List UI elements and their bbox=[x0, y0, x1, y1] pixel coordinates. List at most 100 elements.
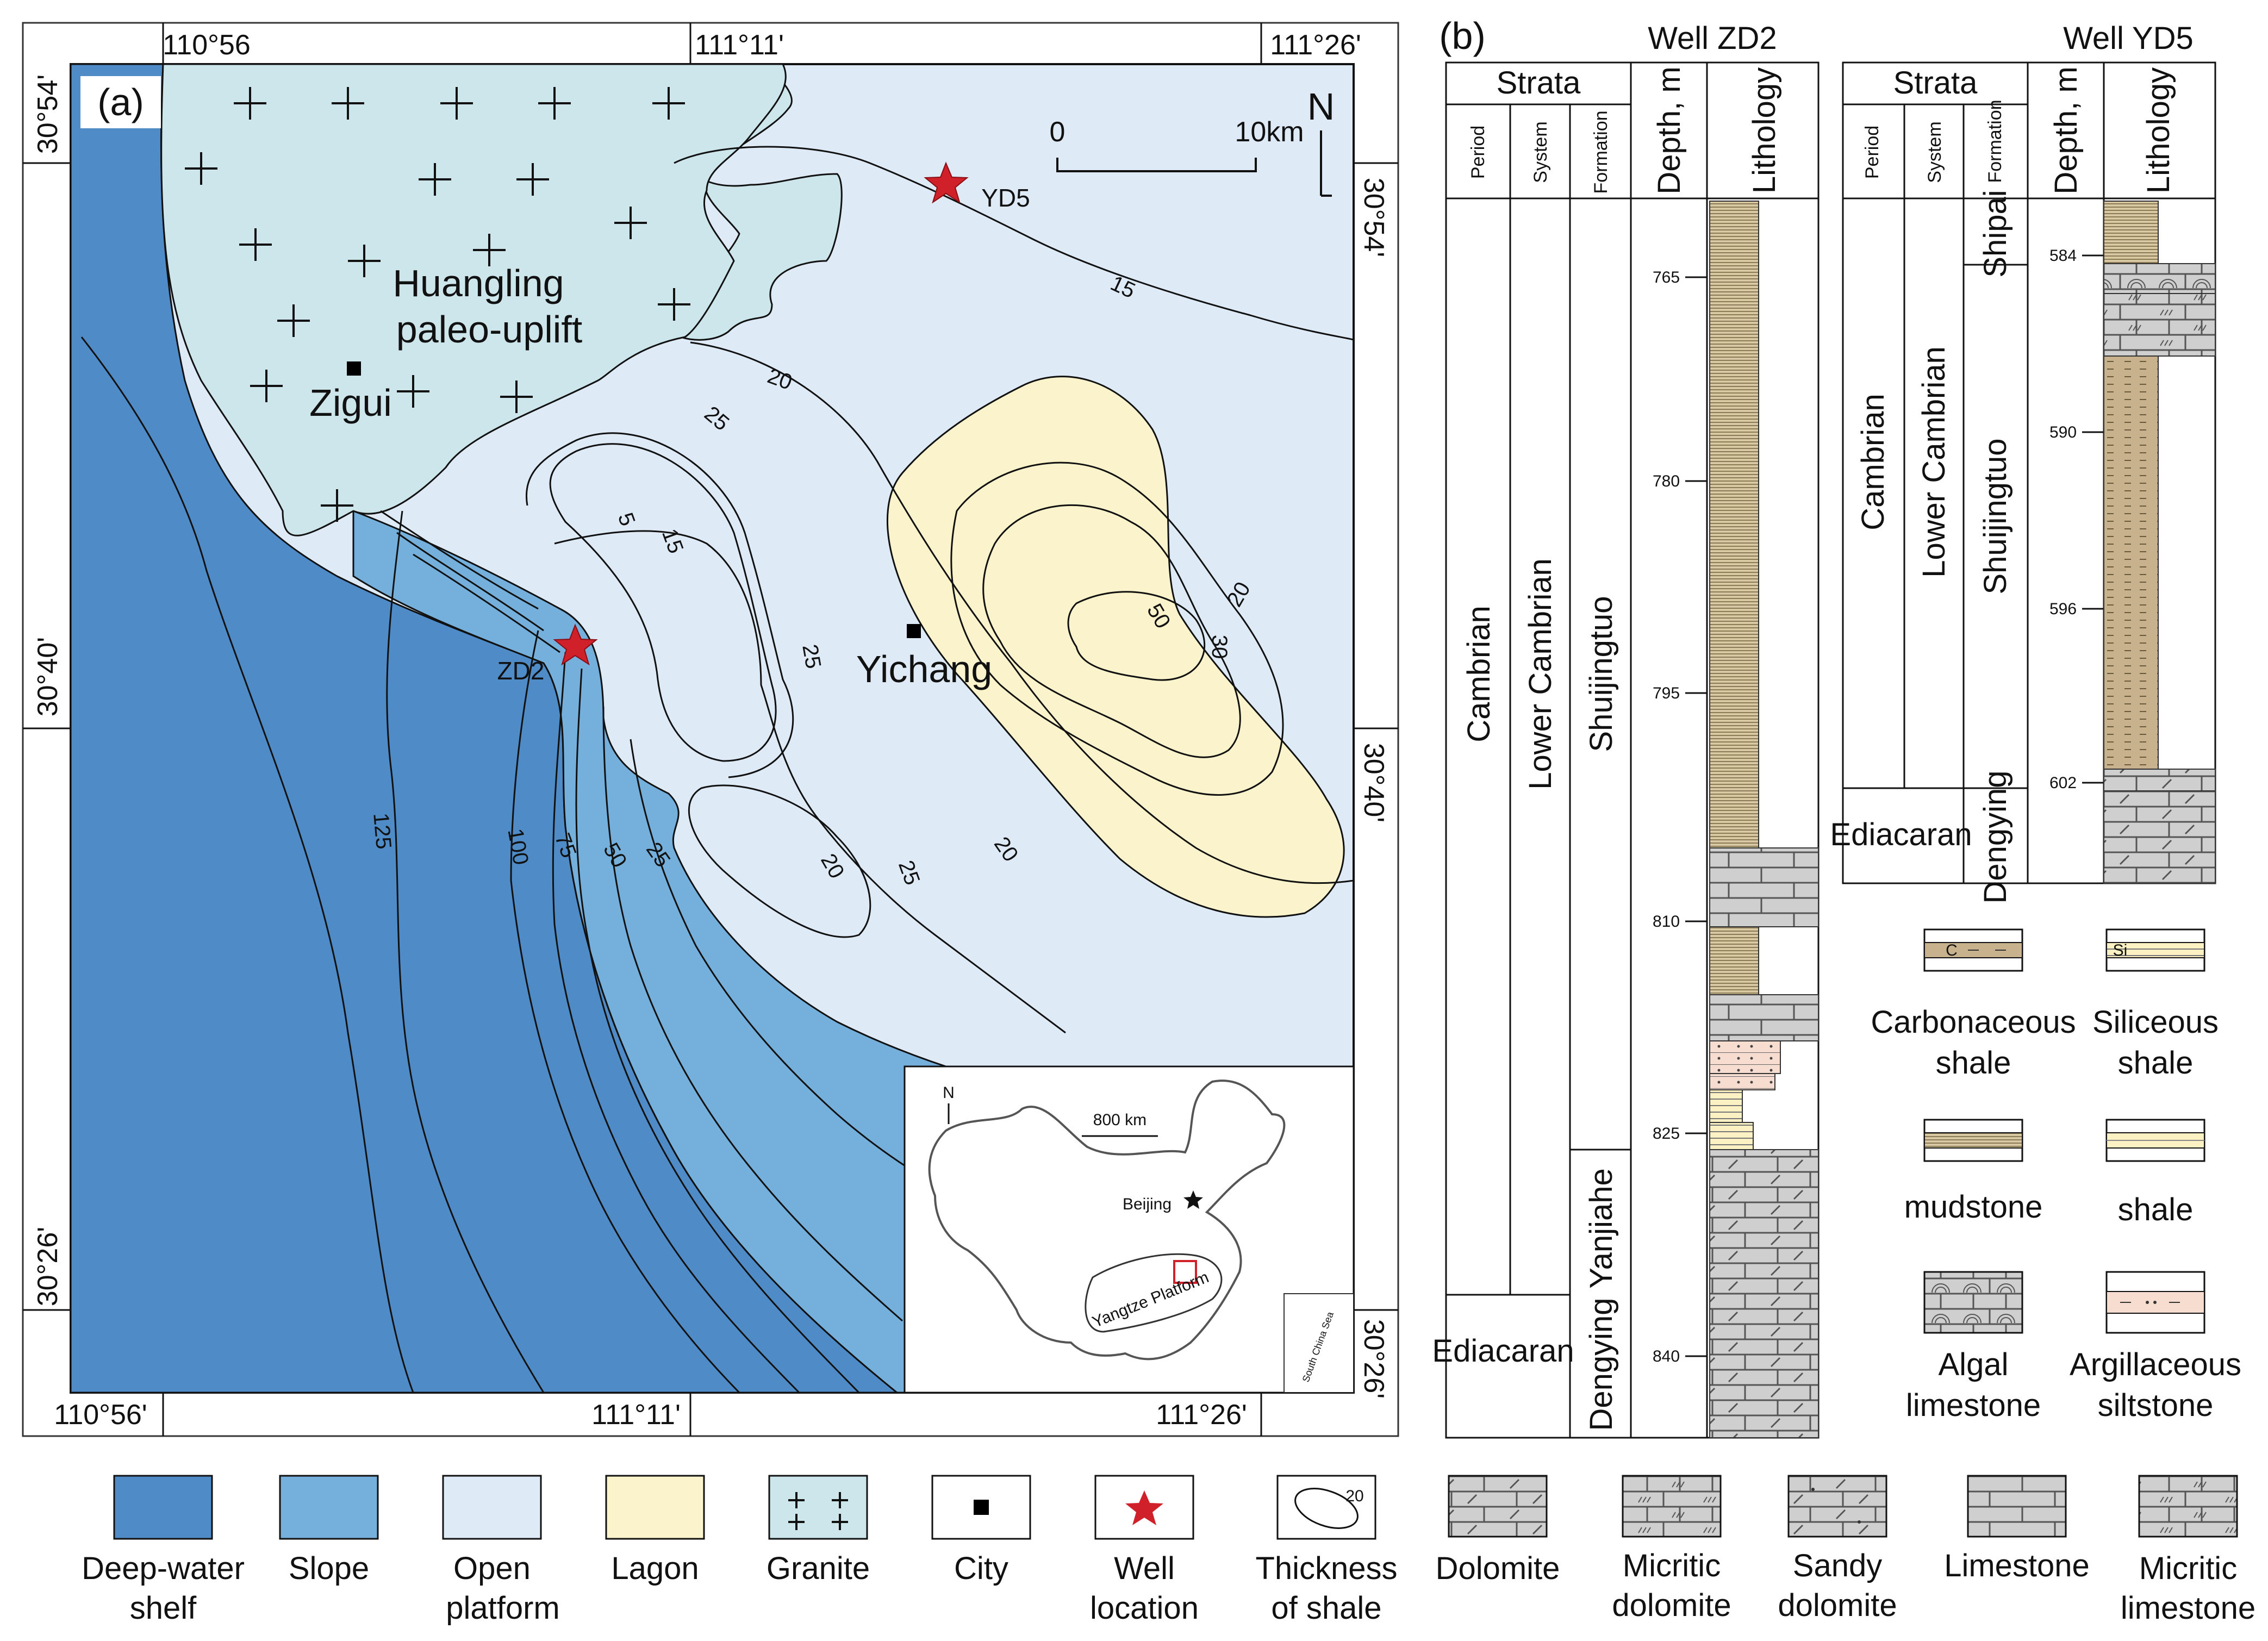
granite-cross bbox=[473, 234, 506, 266]
yd5-header-system: System bbox=[1924, 121, 1945, 183]
zd2-depth-tick: 780 bbox=[1653, 472, 1680, 490]
legend-micritic-limestone: Micritic limestone bbox=[2121, 1475, 2255, 1626]
coord-bottom-1: 110°56' bbox=[54, 1399, 147, 1431]
zd2-depth-tick: 810 bbox=[1653, 913, 1680, 931]
coord-top-3: 111°26' bbox=[1270, 29, 1361, 61]
legend-label-limestone: Limestone bbox=[1944, 1548, 2090, 1583]
inset-study-area bbox=[1173, 1260, 1197, 1284]
granite-cross bbox=[440, 87, 473, 120]
contour-label: 30 bbox=[1207, 635, 1231, 659]
yd5-lithology-column bbox=[2103, 201, 2216, 884]
zd2-period-cambrian: Cambrian bbox=[1461, 606, 1497, 742]
lithology-legend-algal-limestone: Algal limestone bbox=[1906, 1271, 2041, 1423]
legend-deep-water-shelf: Deep-water shelf bbox=[82, 1475, 245, 1626]
zd2-depth-ticks bbox=[1685, 276, 1707, 1357]
zd2-header-strata: Strata bbox=[1497, 65, 1581, 101]
inset-north-label: N bbox=[943, 1084, 955, 1102]
granite-cross bbox=[239, 228, 272, 261]
uplift-label-line1: Huangling bbox=[392, 262, 564, 304]
yd5-depth-tick: 602 bbox=[2049, 774, 2077, 792]
inset-scale-label: 800 km bbox=[1093, 1111, 1147, 1129]
legend-label-dolomite: Dolomite bbox=[1436, 1551, 1560, 1586]
contour-label: 125 bbox=[369, 812, 396, 850]
well-star-yd5 bbox=[924, 161, 969, 204]
granite-cross bbox=[348, 245, 381, 277]
granite-cross bbox=[321, 489, 353, 522]
well-label-yd5: YD5 bbox=[981, 184, 1030, 212]
granite-cross bbox=[332, 87, 364, 120]
well-label-zd2: ZD2 bbox=[497, 657, 545, 685]
yd5-depth-tick: 596 bbox=[2049, 600, 2077, 618]
legend-sandy-dolomite: Sandy dolomite bbox=[1778, 1475, 1897, 1623]
coord-left-3: 30°26' bbox=[32, 1227, 64, 1306]
zd2-formation-shuijingtuo: Shuijingtuo bbox=[1584, 596, 1619, 752]
legend-label-open-platform-1: Open bbox=[453, 1551, 531, 1586]
coord-left-2: 30°40' bbox=[32, 637, 64, 716]
inset-china-outline bbox=[928, 1080, 1286, 1361]
legend-label-slope: Slope bbox=[289, 1551, 369, 1586]
well-column-yd5: Well YD5 Strata Period System Formation … bbox=[1830, 21, 2216, 904]
legend-dolomite: Dolomite bbox=[1436, 1475, 1560, 1586]
inset-south-china-sea-box bbox=[1283, 1293, 1354, 1393]
contour-label: 25 bbox=[797, 642, 825, 670]
legend-label-granite: Granite bbox=[767, 1551, 870, 1586]
yd5-depth-tick: 590 bbox=[2049, 423, 2077, 441]
lithology-legend-mudstone: mudstone bbox=[1904, 1119, 2043, 1225]
north-arrow: N bbox=[1307, 85, 1335, 197]
granite-cross bbox=[538, 87, 571, 120]
carb-symbol: C bbox=[1946, 941, 1958, 959]
well-title-zd2: Well ZD2 bbox=[1648, 21, 1777, 56]
scale-bar: 0 10km bbox=[1050, 116, 1304, 172]
coord-right-3: 30°26' bbox=[1358, 1319, 1390, 1399]
bottom-legend: Deep-water shelf Slope Open platform Lag… bbox=[82, 1475, 2255, 1626]
yd5-header-depth: Depth, m bbox=[2048, 66, 2084, 194]
legend-label-deep-water-2: shelf bbox=[130, 1590, 197, 1626]
zd2-depth-tick: 840 bbox=[1653, 1347, 1680, 1365]
coord-right-1: 30°54' bbox=[1358, 178, 1390, 257]
lithology-legend-shale: shale bbox=[2105, 1119, 2205, 1227]
lithology-label-carbonaceous-1: Carbonaceous bbox=[1871, 1004, 2076, 1040]
inset-capital-star bbox=[1183, 1190, 1203, 1209]
yd5-formation-shipai: Shipai bbox=[1978, 190, 2013, 277]
lithology-label-mudstone: mudstone bbox=[1904, 1189, 2043, 1225]
lithology-label-argillaceous-1: Argillaceous bbox=[2070, 1347, 2241, 1382]
yd5-period-ediacaran: Ediacaran bbox=[1830, 817, 1972, 852]
lithology-label-siliceous-1: Siliceous bbox=[2092, 1004, 2219, 1040]
zd2-system-lower-cambrian: Lower Cambrian bbox=[1523, 558, 1558, 790]
granite-cross bbox=[614, 207, 647, 239]
zd2-header-system: System bbox=[1530, 121, 1551, 183]
granite-cross bbox=[658, 288, 690, 321]
granite-cross bbox=[652, 87, 685, 120]
zd2-depth-tick: 765 bbox=[1653, 269, 1680, 286]
yd5-header-formation: Formation bbox=[1985, 99, 2005, 183]
yd5-header-lithology: Lithology bbox=[2141, 67, 2176, 194]
zd2-header-period: Period bbox=[1468, 126, 1488, 179]
coordinate-ticks bbox=[23, 23, 1398, 1436]
legend-label-lagoon: Lagon bbox=[611, 1551, 699, 1586]
scale-zero: 0 bbox=[1050, 116, 1066, 148]
lithology-legend-carbonaceous-shale: C Carbonaceous shale bbox=[1871, 928, 2076, 1081]
lithology-label-shale: shale bbox=[2118, 1192, 2194, 1227]
legend-label-well-2: location bbox=[1090, 1590, 1199, 1626]
legend-limestone: Limestone bbox=[1944, 1475, 2090, 1583]
legend-thickness-of-shale: 20 Thickness of shale bbox=[1255, 1475, 1398, 1626]
legend-label-well-1: Well bbox=[1114, 1551, 1175, 1586]
lithology-label-algal-1: Algal bbox=[1939, 1347, 2009, 1382]
coord-bottom-3: 111°26' bbox=[1156, 1399, 1247, 1431]
granite-cross bbox=[185, 152, 217, 185]
granite-cross bbox=[516, 163, 549, 196]
lithology-label-algal-2: limestone bbox=[1906, 1388, 2041, 1423]
yd5-depth-ticks bbox=[2082, 254, 2104, 784]
zd2-formation-yanjiahe: Yanjiahe bbox=[1584, 1168, 1619, 1288]
coord-left-1: 30°54' bbox=[32, 74, 64, 154]
granite-cross bbox=[234, 87, 266, 120]
thickness-symbol: 20 bbox=[1345, 1487, 1363, 1505]
legend-granite: Granite bbox=[767, 1475, 870, 1586]
legend-label-open-platform-2: platform bbox=[446, 1590, 560, 1626]
lithology-legend-argillaceous-siltstone: Argillaceous siltstone bbox=[2070, 1271, 2241, 1423]
panel-a-label-box bbox=[80, 76, 161, 128]
legend-label-thickness-2: of shale bbox=[1271, 1590, 1381, 1626]
yd5-formation-dengying: Dengying bbox=[1978, 770, 2013, 903]
panel-a-label: (a) bbox=[97, 81, 144, 123]
